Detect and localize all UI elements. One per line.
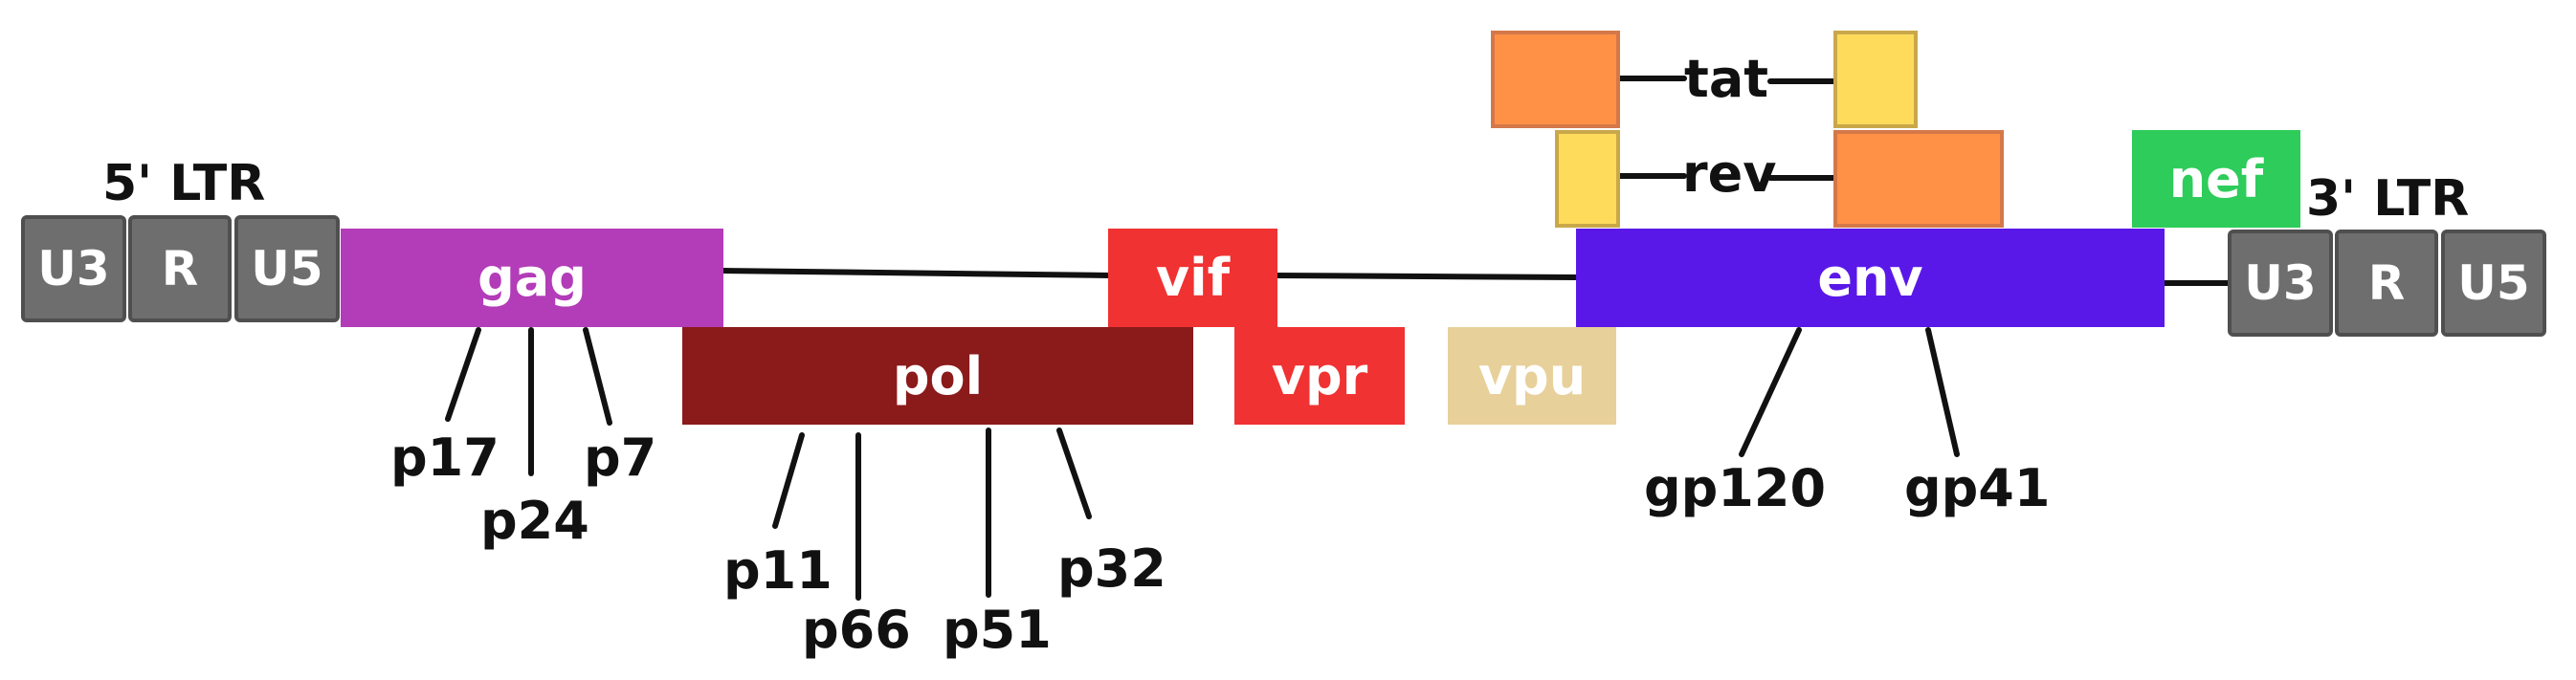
p24-label: p24 [480, 491, 589, 551]
ltr3-u5-segment: U5 [2441, 230, 2546, 337]
p51-label: p51 [943, 600, 1052, 660]
gp120-label: gp120 [1644, 458, 1827, 518]
ltr3-title: 3' LTR [2306, 170, 2470, 228]
tat-exon1 [1491, 31, 1620, 128]
backbone-gag-vif [720, 268, 1113, 278]
nef-gene: nef [2132, 130, 2300, 228]
p17-label: p17 [390, 428, 500, 488]
rev-exon2 [1833, 130, 2004, 228]
rev-exon1 [1555, 130, 1620, 228]
tat-label: tat [1684, 49, 1769, 109]
ltr5-u5-segment: U5 [234, 215, 340, 322]
tat-exon2 [1833, 31, 1918, 128]
p7-line [583, 327, 612, 426]
p32-label: p32 [1057, 538, 1166, 599]
gp120-line [1739, 327, 1802, 457]
pol-gene: pol [682, 327, 1193, 425]
ltr5-u3-segment: U3 [21, 215, 126, 322]
ltr5-r-segment: R [128, 215, 232, 322]
p32-line [1056, 428, 1092, 519]
vpu-gene: vpu [1448, 327, 1616, 425]
vif-gene: vif [1108, 229, 1277, 327]
backbone-vif-env [1270, 273, 1580, 280]
p66-label: p66 [802, 600, 911, 660]
env-gene: env [1576, 229, 2165, 327]
ltr5-title: 5' LTR [102, 155, 266, 212]
ltr3-u3-segment: U3 [2228, 230, 2333, 337]
p17-line [445, 327, 481, 422]
gag-gene: gag [341, 229, 723, 327]
gp41-label: gp41 [1904, 458, 2051, 518]
p7-label: p7 [584, 428, 657, 488]
gp41-line [1925, 327, 1960, 457]
p11-line [772, 432, 805, 529]
rev-label: rev [1682, 143, 1777, 204]
ltr3-r-segment: R [2335, 230, 2438, 337]
vpr-gene: vpr [1234, 327, 1405, 425]
p11-label: p11 [723, 540, 833, 601]
